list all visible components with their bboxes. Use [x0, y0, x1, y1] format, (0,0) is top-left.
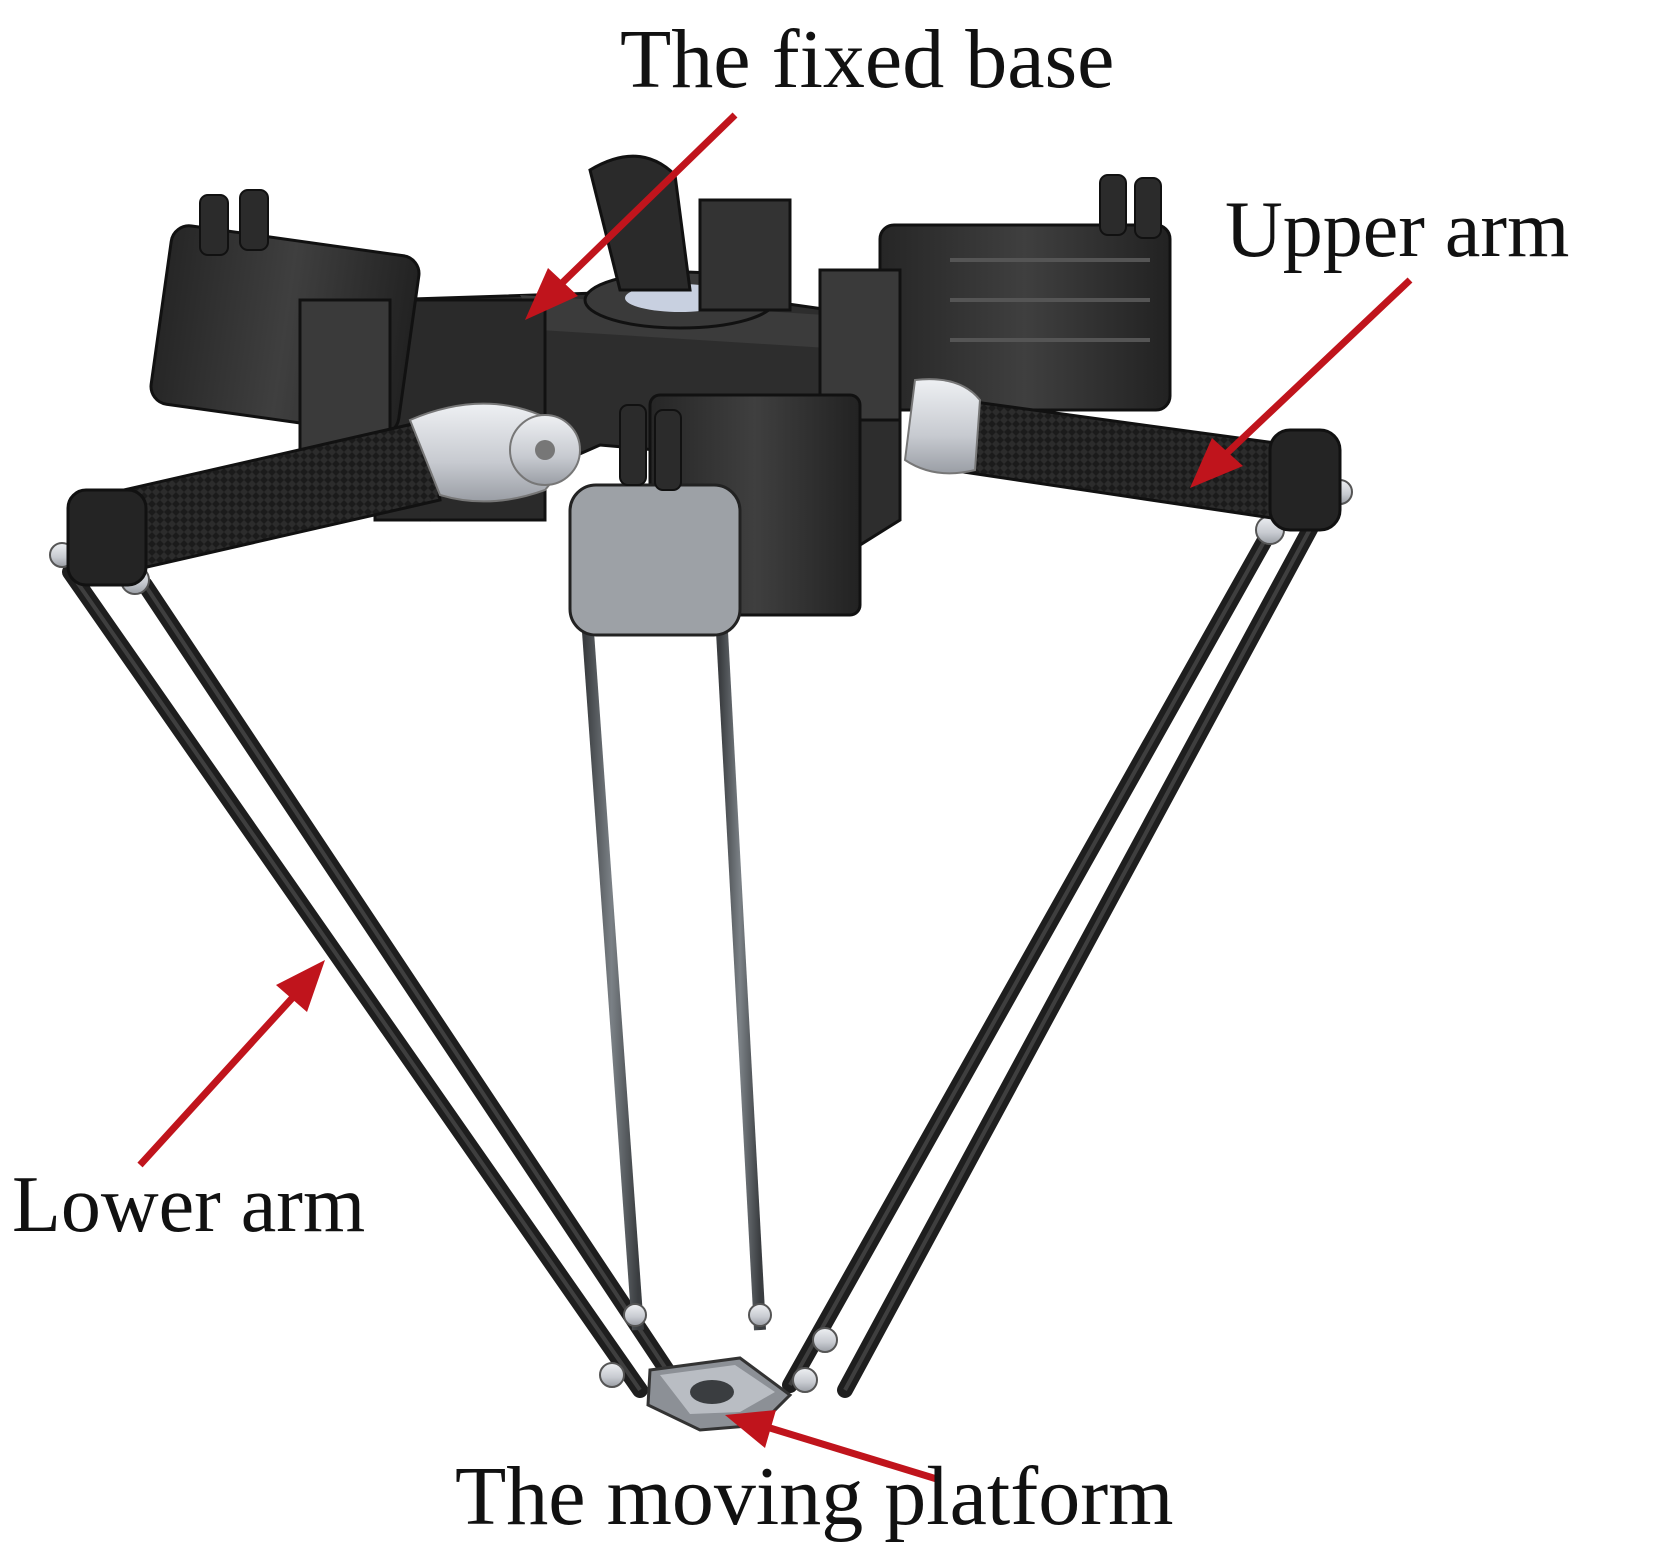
arrow-lower-arm [137, 960, 325, 1168]
upper-arm-right [903, 378, 1342, 532]
arrow-fixed-base [525, 112, 738, 320]
label-lower-arm: Lower arm [12, 1161, 366, 1249]
lower-arm-center-rod-1 [579, 589, 644, 1331]
label-moving-platform: The moving platform [455, 1450, 1174, 1543]
arrow-upper-arm [1190, 277, 1413, 488]
label-fixed-base: The fixed base [620, 13, 1115, 106]
motor-right [818, 174, 1172, 422]
moving-platform [646, 1356, 793, 1432]
lower-arm-rods [62, 512, 1323, 1413]
annotation-arrows [137, 112, 1413, 1484]
lower-arm-center-rod-2 [714, 594, 766, 1331]
label-upper-arm: Upper arm [1225, 186, 1570, 274]
motor-front [568, 393, 862, 637]
upper-arm-left [66, 402, 581, 587]
motor-left [149, 189, 421, 452]
arrow-moving-platform [725, 1410, 942, 1484]
